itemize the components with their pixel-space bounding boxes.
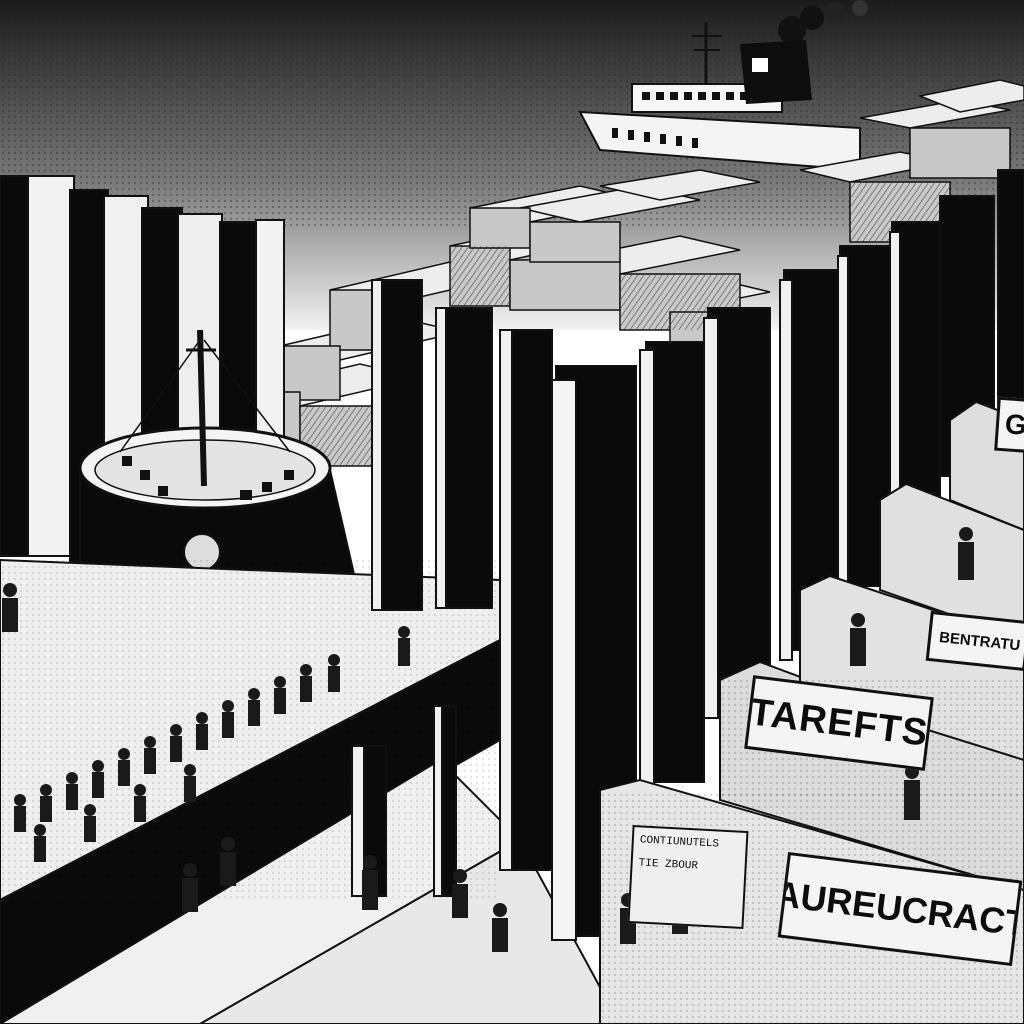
workers-crowd: [14, 626, 410, 862]
sign-bentratu: BENTRATU: [925, 610, 1024, 672]
sign-small-notice: CONTIUNUTELS TIE ZBOUR: [627, 825, 749, 929]
sign-g: G: [994, 396, 1024, 454]
container-ship-large: [578, 22, 861, 172]
small-sign-line2: TIE ZBOUR: [638, 857, 699, 873]
ship-smoke: [778, 0, 868, 44]
central-walls: [351, 169, 1024, 941]
quay-ground: [0, 558, 622, 1024]
left-walls: [0, 175, 285, 613]
small-sign-line1: CONTIUNUTELS: [639, 834, 720, 851]
